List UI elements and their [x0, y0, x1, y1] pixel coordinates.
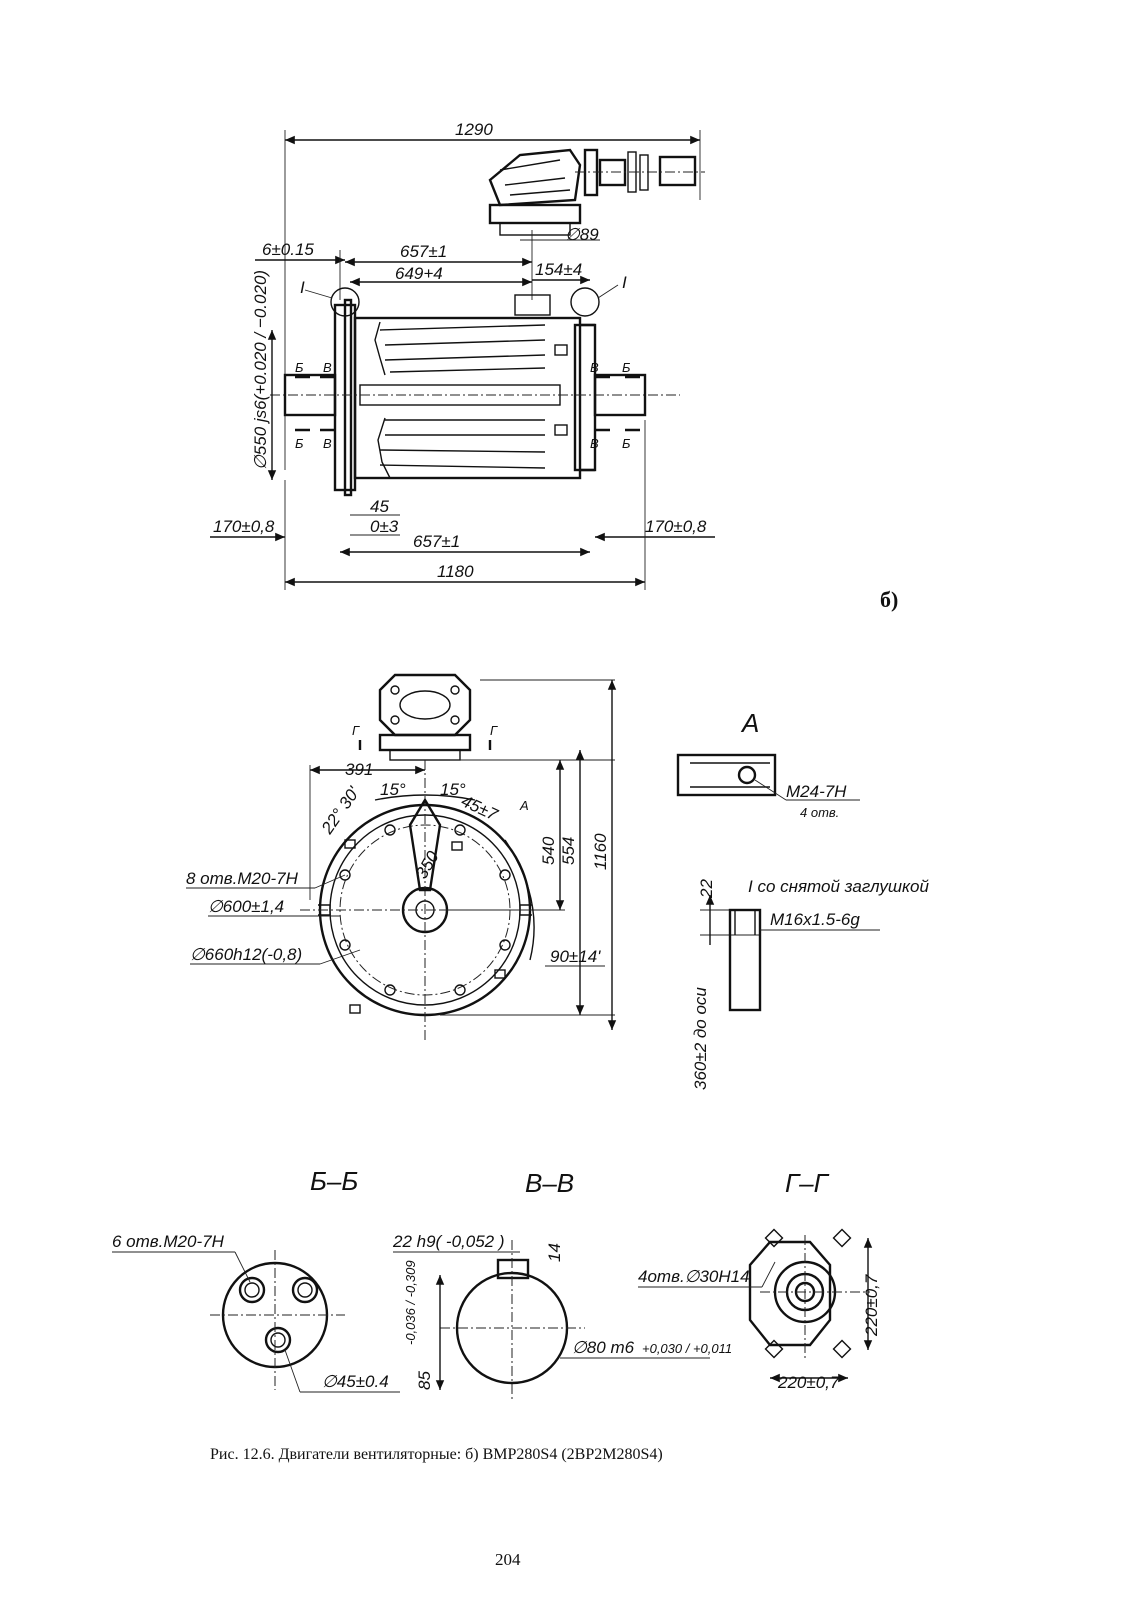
cooling-fins-lower [377, 417, 546, 479]
subfigure-label: б) [880, 587, 899, 612]
dim-540: 540 [539, 836, 558, 865]
dim-657-bottom: 657±1 [413, 532, 460, 551]
section-vv-tol-dia: +0,030 / +0,011 [642, 1341, 732, 1356]
dim-170-right: 170±0,8 [645, 517, 707, 536]
cooling-fins-upper [374, 321, 546, 376]
section-v-mark-4: В [590, 436, 599, 451]
section-vv: В–В 22 h9( -0,052 ) 14 85 -0,036 / -0,30… [392, 1168, 732, 1400]
dia-660-label: ∅660h12(-0,8) [190, 945, 302, 964]
dim-6: 6±0.15 [262, 240, 314, 259]
detail-i: I со снятой заглушкой 22 M16x1.5-6g 360±… [691, 877, 930, 1090]
section-g-mark-1: Г [352, 723, 360, 738]
dim-170-left: 170±0,8 [213, 517, 275, 536]
top-view: 1290 ∅89 6±0.15 657±1 649+4 154±4 [210, 120, 715, 590]
section-v-mark-2: В [323, 436, 332, 451]
angle-90: 90±14' [550, 947, 601, 966]
angle-15-left: 15° [380, 780, 406, 799]
detail-a-title: A [740, 708, 759, 738]
section-bb: Б–Б 6 отв.M20-7H ∅45±0.4 [112, 1166, 400, 1393]
section-v-mark-1: В [323, 360, 332, 375]
dim-1180: 1180 [437, 562, 474, 581]
section-gg-dim-w: 220±0,7 [777, 1373, 840, 1392]
dia-600-label: ∅600±1,4 [208, 897, 284, 916]
section-gg: Г–Г 4отв.∅30H14 220±0,7 220±0,7 [638, 1168, 881, 1392]
section-b-mark-2: Б [295, 436, 304, 451]
dim-22-detail: 22 [697, 879, 716, 899]
detail-i-circle-right [570, 287, 600, 317]
section-b-mark-1: Б [295, 360, 304, 375]
dim-657-top: 657±1 [400, 242, 447, 261]
shaft-right [593, 373, 647, 417]
dim-0-3: 0±3 [370, 517, 399, 536]
dim-89: ∅89 [565, 225, 599, 244]
front-view: Г Г 391 15° 15° 22° 30' 45±7 350 [186, 673, 617, 1040]
dim-1160: 1160 [591, 833, 610, 870]
holes-m20-label: 8 отв.M20-7H [186, 869, 299, 888]
detail-i-mark-left: I [300, 278, 305, 297]
detail-a: A M24-7H 4 отв. [676, 708, 860, 820]
detail-i-title: I со снятой заглушкой [748, 877, 930, 896]
motor-body-top [270, 294, 680, 497]
view-a-arrow-mark: A [519, 798, 529, 813]
detail-a-thread: M24-7H [786, 782, 847, 801]
detail-a-count: 4 отв. [800, 805, 839, 820]
section-g-mark-2: Г [490, 723, 498, 738]
section-b-mark-3: Б [622, 360, 631, 375]
section-vv-dia: ∅80 m6 [572, 1338, 635, 1357]
section-bb-title: Б–Б [310, 1166, 358, 1196]
dim-649: 649+4 [395, 264, 443, 283]
page-number: 204 [495, 1550, 521, 1569]
angle-15-right: 15° [440, 780, 466, 799]
section-gg-holes: 4отв.∅30H14 [638, 1267, 750, 1286]
section-bb-dia: ∅45±0.4 [322, 1372, 389, 1391]
section-vv-title: В–В [525, 1168, 574, 1198]
section-vv-tol-85: -0,036 / -0,309 [403, 1260, 418, 1345]
section-v-mark-3: В [590, 360, 599, 375]
section-vv-dim-85: 85 [415, 1371, 434, 1390]
shaft-left [283, 373, 337, 417]
dim-154: 154±4 [535, 260, 582, 279]
terminal-box [488, 148, 705, 236]
detail-i-thread: M16x1.5-6g [770, 910, 860, 929]
flange-bolt-holes [339, 824, 511, 1014]
section-gg-dim-h: 220±0,7 [862, 1274, 881, 1337]
dim-554: 554 [559, 837, 578, 865]
section-vv-key: 22 h9( -0,052 ) [392, 1232, 505, 1251]
dim-1290: 1290 [455, 120, 493, 139]
section-gg-flange [748, 1240, 832, 1347]
radius-350: 350 [412, 847, 443, 882]
dim-550: ∅550 js6(+0.020 / −0.020) [251, 270, 270, 470]
section-b-mark-4: Б [622, 436, 631, 451]
section-gg-title: Г–Г [785, 1168, 830, 1198]
section-vv-dim-14: 14 [545, 1243, 564, 1262]
terminal-box-front [378, 673, 472, 737]
dim-360: 360±2 до оси [691, 987, 710, 1090]
figure-caption: Рис. 12.6. Двигатели вентиляторные: б) В… [210, 1446, 663, 1463]
detail-i-mark-right: I [622, 273, 627, 292]
section-bb-holes: 6 отв.M20-7H [112, 1232, 225, 1251]
dim-45: 45 [370, 497, 389, 516]
